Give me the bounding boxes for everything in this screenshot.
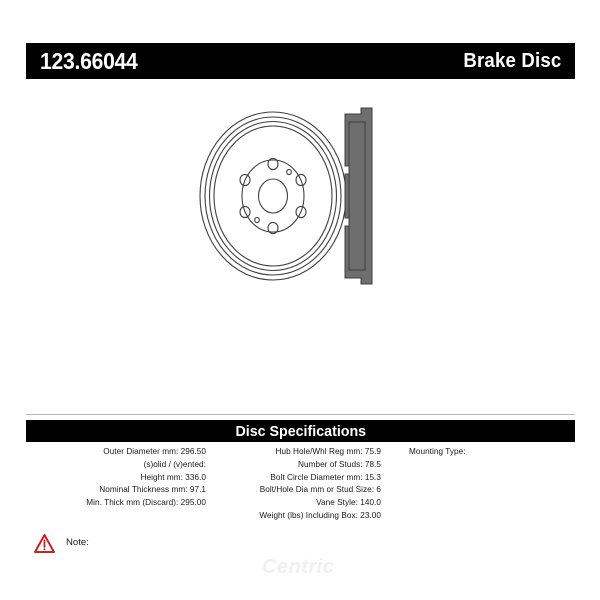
section-divider (26, 414, 575, 415)
note-label: Note: (66, 537, 89, 549)
spec-min-thickness: Min. Thick mm (Discard): 295.00 (86, 498, 206, 508)
spec-solid-vented: (s)olid / (v)ented: (143, 459, 206, 469)
alignment-hole (254, 216, 260, 224)
spec-nominal-thickness: Nominal Thickness mm: 97.1 (99, 485, 206, 495)
drum-outer-ring-1 (199, 111, 347, 281)
spec-vane-style: Vane Style: 140.0 (316, 498, 381, 508)
spec-bolt-hole-dia: Bolt/Hole Dia mm or Stud Size: 6 (259, 485, 381, 495)
drum-section-inner-face (348, 121, 366, 271)
spec-column-middle: Hub Hole/Whl Reg mm: 75.9 Number of Stud… (214, 446, 389, 526)
disc-specifications-header: Disc Specifications (26, 420, 575, 442)
spec-weight: Weight (lbs) Including Box: 23.00 (259, 510, 381, 520)
drum-face-ring (213, 125, 333, 267)
product-title-bar: 123.66044 Brake Disc (26, 43, 575, 79)
drum-hub-plate-ring (241, 159, 305, 233)
warning-triangle-icon (34, 533, 55, 553)
part-number: 123.66044 (40, 47, 138, 74)
spec-bolt-circle-diameter: Bolt Circle Diameter mm: 15.3 (270, 472, 381, 482)
spec-number-of-studs: Number of Studs: 78.5 (298, 459, 381, 469)
drum-outer-ring-2 (204, 116, 342, 276)
spec-height: Height mm: 336.0 (140, 472, 206, 482)
bolt-hole (239, 205, 251, 219)
spec-column-right: Mounting Type: (389, 446, 575, 526)
spec-outer-diameter: Outer Diameter mm: 296.50 (103, 447, 206, 456)
spec-hub-hole: Hub Hole/Whl Reg mm: 75.9 (275, 447, 381, 456)
product-category-label: Brake Disc (462, 50, 561, 72)
bolt-hole (295, 173, 307, 187)
product-illustration (185, 100, 400, 300)
spec-mounting-type: Mounting Type: (409, 447, 466, 456)
alignment-hole (286, 168, 292, 176)
bolt-hole (239, 173, 251, 187)
brake-drum-drawing (199, 107, 373, 285)
disc-specifications-body: Outer Diameter mm: 296.50 (s)olid / (v)e… (26, 446, 575, 526)
drum-outer-ring-3 (208, 120, 338, 272)
disc-specifications-title: Disc Specifications (235, 422, 366, 440)
bolt-hole (295, 205, 307, 219)
bolt-hole (267, 157, 279, 171)
brand-watermark: Centric (262, 556, 335, 578)
note-row: Note: (26, 530, 326, 556)
drum-center-bore (257, 178, 289, 214)
spec-column-left: Outer Diameter mm: 296.50 (s)olid / (v)e… (26, 446, 214, 526)
bolt-hole (267, 221, 279, 235)
